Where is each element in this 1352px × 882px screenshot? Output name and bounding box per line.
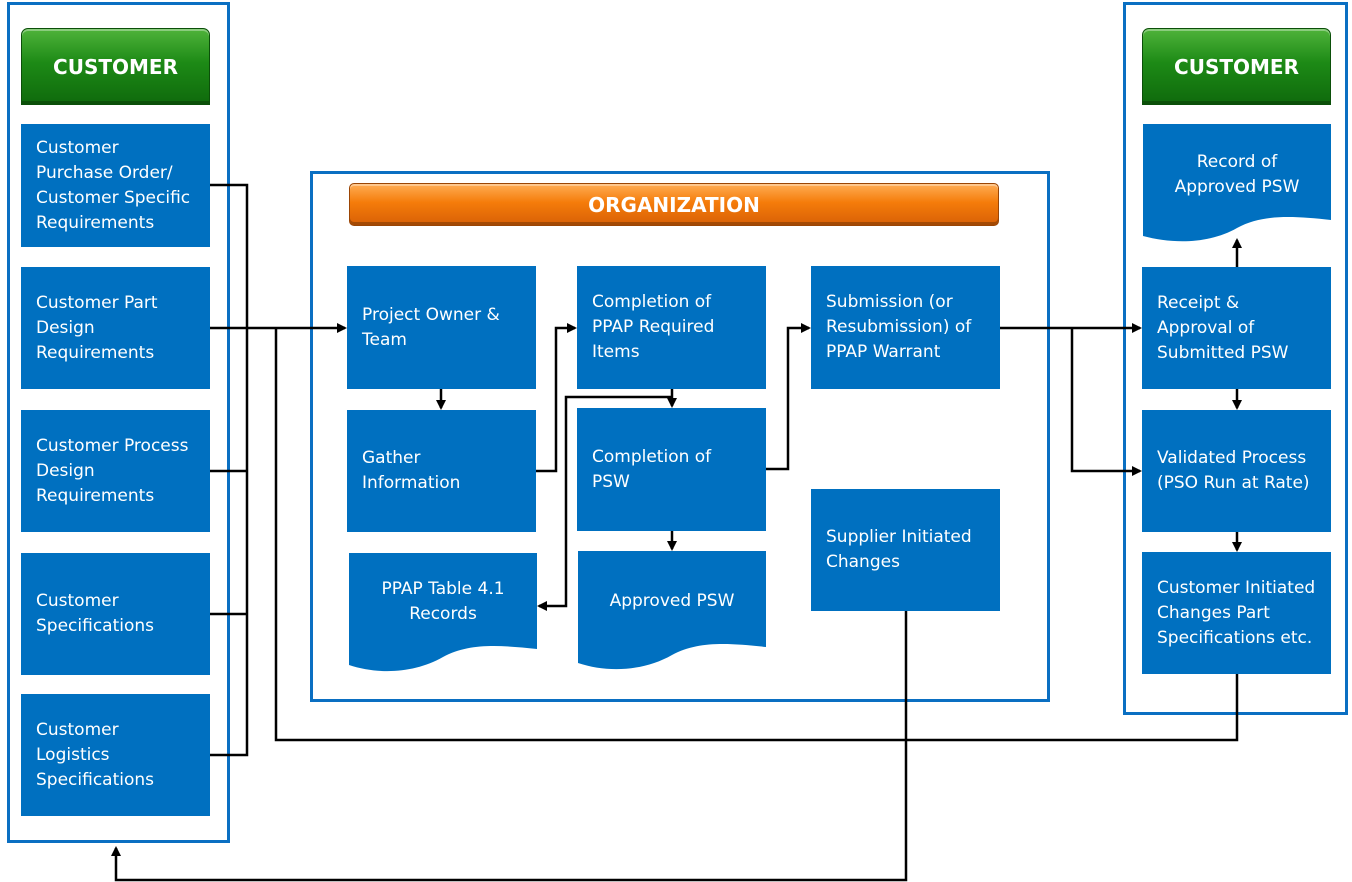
- gather-information-box: Gather Information: [347, 410, 536, 532]
- right-customer-header: CUSTOMER: [1142, 28, 1331, 105]
- ppap-table-document-shape: [349, 553, 537, 672]
- project-owner-box: Project Owner & Team: [347, 266, 536, 389]
- approved-psw-document: Approved PSW: [578, 551, 766, 673]
- validated-process-box: Validated Process (PSO Run at Rate): [1142, 410, 1331, 532]
- approved-psw-document-shape: [578, 551, 766, 670]
- customer-part-design-box: Customer Part Design Requirements: [21, 267, 210, 389]
- customer-logistics-box: Customer Logistics Specifications: [21, 694, 210, 816]
- customer-specifications-box: Customer Specifications: [21, 553, 210, 675]
- left-customer-frame: [7, 2, 230, 843]
- supplier-changes-feedback-line: [111, 611, 908, 882]
- organization-header: ORGANIZATION: [349, 183, 999, 226]
- customer-process-design-box: Customer Process Design Requirements: [21, 410, 210, 532]
- record-approved-psw-document: Record of Approved PSW: [1143, 124, 1331, 244]
- submission-box: Submission (or Resubmission) of PPAP War…: [811, 266, 1000, 389]
- right-customer-frame: [1123, 2, 1348, 715]
- arrow-to-submission: [766, 323, 811, 471]
- receipt-approval-box: Receipt & Approval of Submitted PSW: [1142, 267, 1331, 389]
- customer-purchase-order-box: Customer Purchase Order/ Customer Specif…: [21, 124, 210, 247]
- left-customer-header: CUSTOMER: [21, 28, 210, 105]
- record-approved-psw-label: Record of Approved PSW: [1174, 152, 1300, 197]
- customer-changes-feedback-line: [274, 328, 1239, 742]
- arrow-to-validated-process: [1070, 328, 1142, 476]
- customer-initiated-changes-box: Customer Initiated Changes Part Specific…: [1142, 552, 1331, 674]
- completion-ppap-items-box: Completion of PPAP Required Items: [577, 266, 766, 389]
- ppap-table-label: PPAP Table 4.1 Records: [381, 579, 505, 624]
- record-approved-psw-shape: [1143, 124, 1331, 242]
- arrow-to-ppap-table: [537, 395, 672, 611]
- approved-psw-label: Approved PSW: [609, 591, 735, 611]
- ppap-table-document: PPAP Table 4.1 Records: [349, 553, 537, 675]
- arrow-to-completion-items: [536, 323, 577, 473]
- supplier-initiated-changes-box: Supplier Initiated Changes: [811, 489, 1000, 611]
- completion-psw-box: Completion of PSW: [577, 408, 766, 531]
- organization-frame: [310, 171, 1050, 702]
